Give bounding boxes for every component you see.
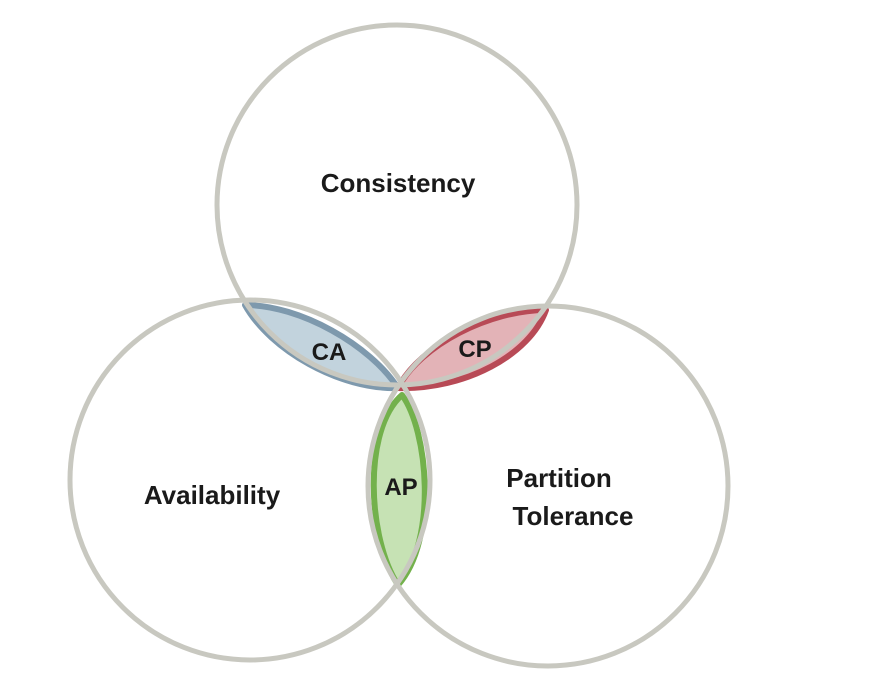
cp-label: CP	[458, 336, 491, 363]
partition-label-line2: Tolerance	[513, 501, 634, 531]
availability-circle	[67, 297, 433, 663]
availability-label: Availability	[144, 480, 281, 510]
consistency-label: Consistency	[321, 168, 476, 198]
ca-label: CA	[312, 339, 347, 366]
consistency-circle	[214, 22, 580, 388]
ap-label: AP	[384, 474, 417, 501]
partition-label-line1: Partition	[506, 463, 611, 493]
partition-tolerance-circle	[365, 303, 731, 669]
